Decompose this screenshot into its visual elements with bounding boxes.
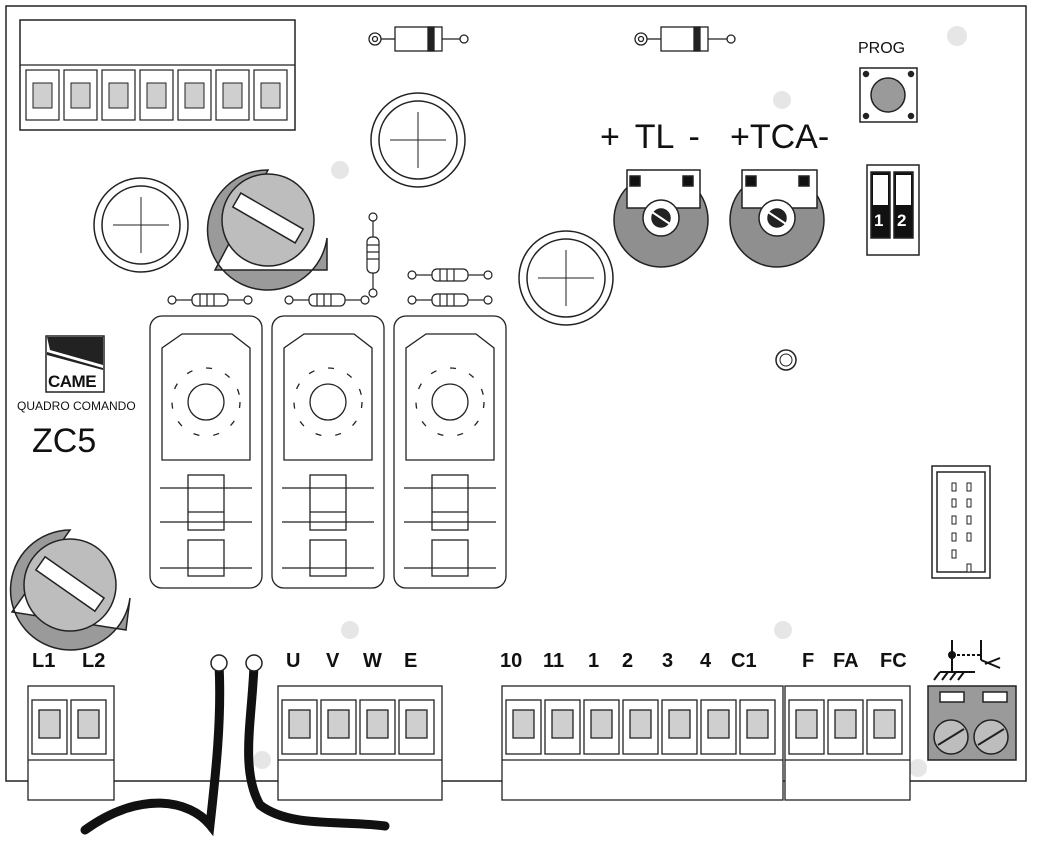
terminal-block-motor [277,685,443,801]
relay [271,315,385,589]
fuse-holder [9,529,131,651]
board-model: ZC5 [32,422,97,460]
antenna-terminal [927,685,1017,761]
terminal-label: W [363,650,382,672]
terminal-label: 11 [543,650,565,672]
board-subtitle: QUADRO COMANDO [17,399,136,413]
terminal-label: E [404,650,418,672]
terminal-pin [139,69,174,121]
resistor [407,293,493,307]
resistor [407,268,493,282]
resistors [167,212,493,307]
terminal-label: L1 [32,650,56,672]
trimmer-tca [729,169,825,268]
relay [149,315,263,589]
terminal-label: FC [880,650,907,672]
terminal-label: 1 [588,650,600,672]
dip-switch[interactable] [866,164,920,256]
mounting-holes [253,26,967,777]
terminal-blocks [27,685,911,801]
diode [634,26,736,52]
capacitor [93,177,189,273]
fuse-holder [206,169,328,291]
resistor [366,212,380,298]
terminal-label: U [286,650,301,672]
terminal-block-limit [784,685,911,801]
trimmer-tl-label: + TL - [600,118,700,156]
terminal-label: 2 [622,650,634,672]
terminal-label: 3 [662,650,674,672]
terminal-pin [25,69,60,121]
terminal-label: V [326,650,340,672]
terminal-pin [215,69,250,121]
terminal-label: 10 [500,650,523,672]
terminal-block-power [27,685,115,801]
dip-position-1: 1 [874,211,884,230]
terminal-pin [101,69,136,121]
prog-button[interactable] [859,67,918,123]
antenna-ground-icon [933,640,1001,681]
terminal-label: 4 [700,650,712,672]
terminal-block-control [501,685,784,801]
terminal-label: L2 [82,650,106,672]
came-logo [45,335,105,393]
top-terminal-strip [19,19,296,131]
diode [368,26,469,52]
power-cable [80,660,390,837]
card-connector [931,465,991,579]
relay [393,315,507,589]
terminal-label: FA [833,650,859,672]
came-logo-text: CAME [48,372,97,391]
resistor [284,293,370,307]
terminal-label: C1 [731,650,757,672]
relays [149,315,507,589]
trimmer-tca-label: +TCA- [730,118,830,156]
trimmer-tl [613,169,709,268]
terminal-pin [253,69,288,121]
prog-label: PROG [858,40,906,57]
dip-position-2: 2 [897,211,907,230]
capacitor [518,230,614,326]
resistor [167,293,253,307]
terminal-pin [177,69,212,121]
capacitor [370,92,466,188]
terminal-label: F [802,650,815,672]
terminal-pin [63,69,98,121]
